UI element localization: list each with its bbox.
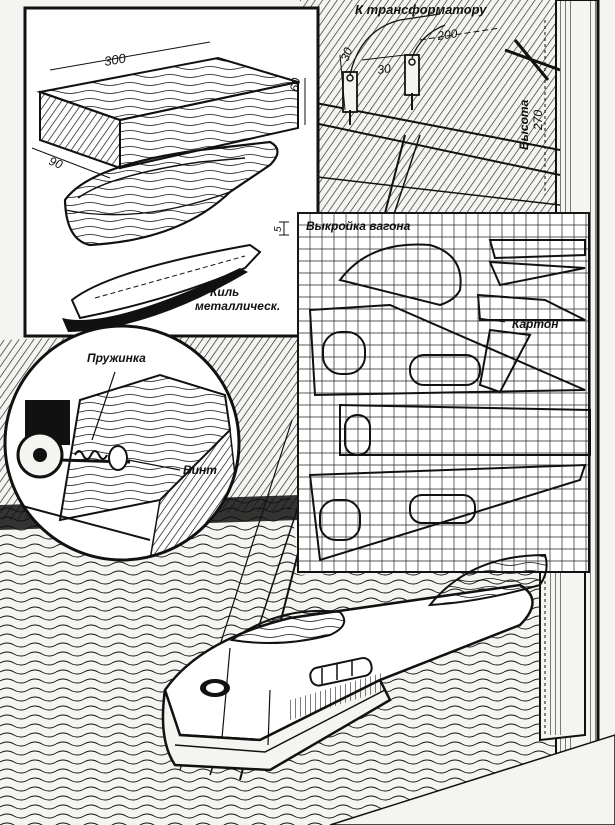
pattern-window-2 — [409, 354, 481, 386]
transformer-label: К трансформатору — [355, 2, 487, 17]
pattern-window-3 — [344, 414, 371, 456]
pattern-piece-strip-3 — [476, 293, 586, 321]
pattern-piece-roof — [339, 403, 591, 456]
pattern-piece-corner — [478, 328, 532, 394]
height-label: Высота — [517, 99, 531, 150]
wagon-pattern-panel — [279, 212, 591, 573]
pattern-piece-side-1 — [308, 303, 586, 397]
keel-label-line1: Киль — [210, 285, 239, 299]
propeller-label: Винт — [183, 463, 217, 477]
gap-small-dimension: 30 — [338, 45, 356, 63]
pattern-pieces — [308, 239, 591, 562]
streamlined-model-boat — [161, 553, 548, 772]
span-top-dimension: 200 — [435, 26, 458, 43]
pattern-window-4 — [319, 499, 361, 541]
grid-cell-dimension: 5 — [273, 226, 284, 232]
pattern-piece-strip-2 — [488, 260, 586, 287]
wood-block — [36, 56, 299, 170]
keel-label-line2: металлическ. — [195, 299, 280, 313]
block-height-dimension: 60 — [287, 77, 303, 93]
hull-construction-panel: 300 60 90 Киль металлическ. — [23, 6, 320, 338]
cardboard-label: Картон — [512, 317, 559, 331]
wagon-pattern-label: Выкройка вагона — [306, 219, 411, 233]
pattern-window-1 — [322, 331, 366, 375]
gap-medium-dimension: 30 — [376, 61, 391, 77]
metal-keel — [62, 243, 262, 332]
spring-label: Пружинка — [87, 351, 146, 365]
height-value: 270 — [531, 110, 545, 131]
pattern-window-5 — [409, 494, 476, 524]
carved-hull — [63, 140, 279, 247]
pattern-piece-window — [338, 243, 462, 307]
pattern-piece-strip-1 — [488, 239, 586, 260]
block-width-dimension: 90 — [47, 154, 65, 172]
block-length-dimension: 300 — [103, 50, 128, 69]
pattern-piece-side-2 — [308, 463, 587, 562]
